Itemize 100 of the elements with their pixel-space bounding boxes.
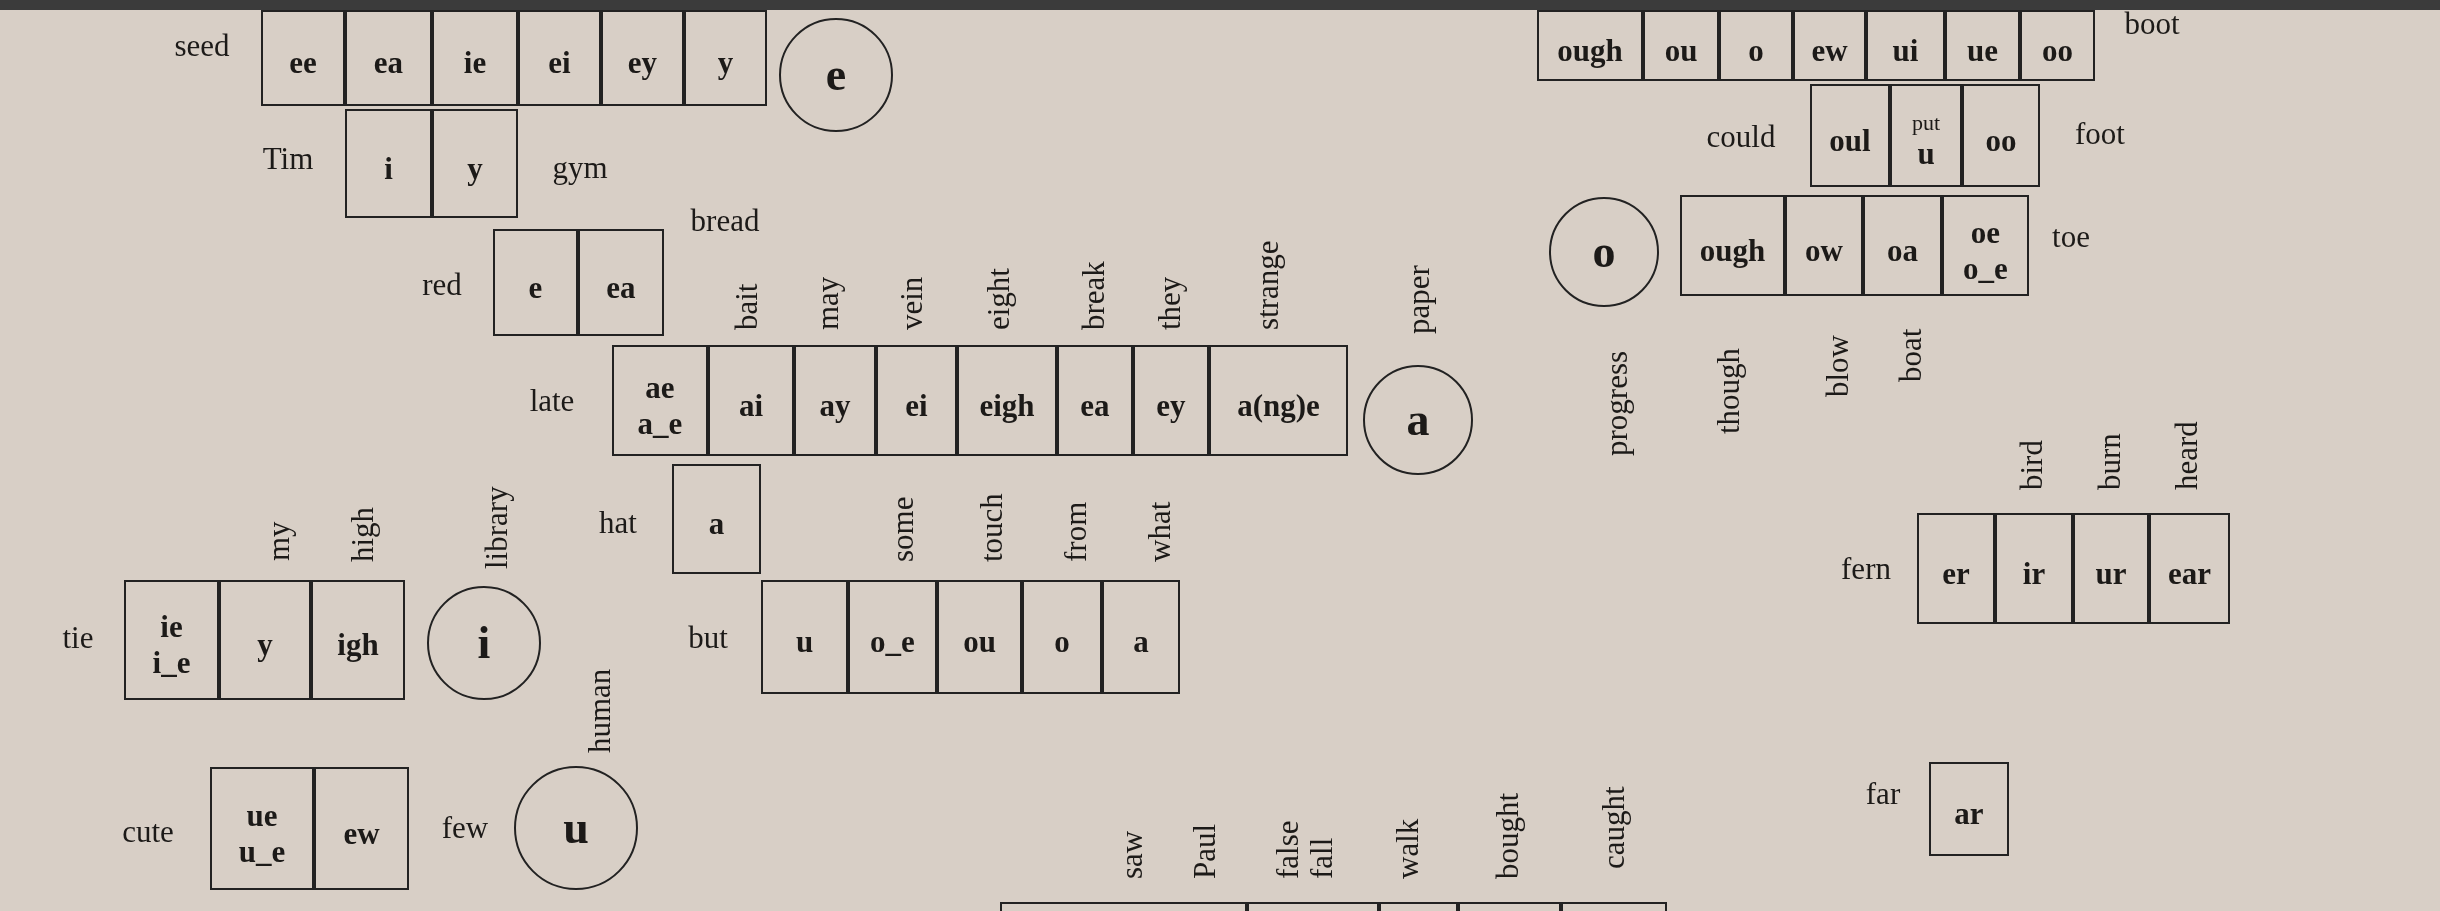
grapheme-text: ough (1699, 232, 1766, 269)
example-word: break (1077, 261, 1111, 330)
example-word: blow (1821, 335, 1855, 397)
grapheme-cell (1057, 345, 1133, 456)
vowel-letter: u (563, 803, 589, 853)
grapheme-cell (1929, 762, 2009, 856)
grapheme-text: ay (819, 387, 851, 424)
grapheme-text: ea (373, 45, 404, 81)
grapheme-cell (1022, 580, 1102, 694)
example-word: hat (599, 506, 637, 540)
grapheme-text: ei (905, 387, 928, 424)
grapheme-text: o (1054, 624, 1070, 660)
grapheme-text: i_e (152, 645, 191, 681)
grapheme-cell (1945, 10, 2020, 81)
vowel-circle (779, 18, 893, 132)
grapheme-text: er (1942, 555, 1970, 592)
example-word: what (1143, 501, 1177, 562)
grapheme-text: ai (738, 387, 764, 424)
example-word: vein (895, 276, 929, 330)
example-word: some (886, 496, 920, 562)
example-word: late (529, 384, 575, 418)
grapheme-cell (345, 10, 432, 106)
grapheme-cell (1995, 513, 2073, 624)
grapheme-cell (518, 10, 601, 106)
example-word: bird (2015, 440, 2049, 490)
vowel-circle (427, 586, 541, 700)
grapheme-text: oa (1887, 232, 1918, 269)
grapheme-cell (1866, 10, 1945, 81)
example-word: heard (2170, 421, 2204, 490)
grapheme-cell (1863, 195, 1942, 296)
grapheme-text: igh (337, 627, 379, 663)
example-word: walk (1391, 818, 1425, 879)
grapheme-cell (1102, 580, 1180, 694)
grapheme-cell (1810, 84, 1890, 187)
grapheme-text: ew (1811, 32, 1848, 69)
example-word: false fall (1271, 819, 1339, 879)
grapheme-text: o (1748, 32, 1764, 69)
grapheme-text: ew (343, 815, 380, 852)
grapheme-text: put (1911, 109, 1941, 136)
example-word: eight (982, 268, 1016, 330)
grapheme-cell (848, 580, 937, 694)
example-word: few (441, 811, 489, 845)
example-word: boot (2124, 7, 2180, 41)
grapheme-text: o_e (870, 624, 915, 660)
example-word: strange (1251, 240, 1285, 330)
grapheme-cell (2149, 513, 2230, 624)
example-word: bait (730, 283, 764, 330)
grapheme-cell (1890, 84, 1962, 187)
grapheme-text: a (708, 506, 725, 542)
grapheme-cell (1643, 10, 1719, 81)
grapheme-cell (1537, 10, 1643, 81)
grapheme-text: a_e (637, 405, 683, 442)
example-word: they (1153, 276, 1187, 330)
grapheme-cell (876, 345, 957, 456)
grapheme-text: u (1917, 135, 1935, 172)
vowel-letter: o (1592, 227, 1616, 277)
example-word: my (262, 521, 296, 561)
grapheme-text: o_e (1963, 250, 2008, 287)
grapheme-text: oo (1985, 122, 2017, 159)
grapheme-text: ue (1967, 32, 1998, 69)
grapheme-cell (432, 10, 518, 106)
grapheme-cell (1917, 513, 1995, 624)
example-word: may (811, 276, 845, 330)
grapheme-cell (219, 580, 311, 700)
example-word: fern (1841, 552, 1891, 586)
example-word: human (583, 668, 617, 753)
grapheme-cell (957, 345, 1057, 456)
grapheme-text: ar (1954, 796, 1984, 832)
grapheme-text: eigh (979, 387, 1035, 424)
example-word: high (346, 506, 380, 562)
grapheme-text: ough (1557, 32, 1623, 69)
grapheme-text: ow (1805, 232, 1843, 269)
grapheme-cell (1942, 195, 2029, 296)
example-word: could (1706, 120, 1776, 154)
grapheme-cell (684, 10, 767, 106)
example-word: toe (2052, 220, 2090, 254)
grapheme-cell (1785, 195, 1863, 296)
grapheme-text: ir (2022, 555, 2046, 592)
grapheme-cell (1962, 84, 2040, 187)
grapheme-text: ae (645, 369, 675, 406)
grapheme-text: u_e (238, 833, 286, 870)
grapheme-text: ey (1156, 387, 1186, 424)
vowel-letter: e (825, 50, 847, 100)
grapheme-cell (314, 767, 409, 890)
example-word: bread (690, 204, 760, 238)
vowel-letter: i (477, 618, 491, 668)
example-word: foot (2075, 117, 2125, 151)
grapheme-text: ou (1664, 32, 1698, 69)
grapheme-text: ou (963, 624, 996, 660)
grapheme-cell (937, 580, 1022, 694)
example-word: Tim (262, 142, 314, 176)
vowel-letter: a (1406, 395, 1430, 445)
grapheme-cell (794, 345, 876, 456)
example-word: boat (1894, 328, 1928, 382)
grapheme-cell (1209, 345, 1348, 456)
grapheme-text: ie (160, 609, 183, 645)
grapheme-cell (2073, 513, 2149, 624)
example-word: seed (174, 29, 230, 63)
example-word: but (688, 621, 728, 655)
vowel-circle (1363, 365, 1473, 475)
